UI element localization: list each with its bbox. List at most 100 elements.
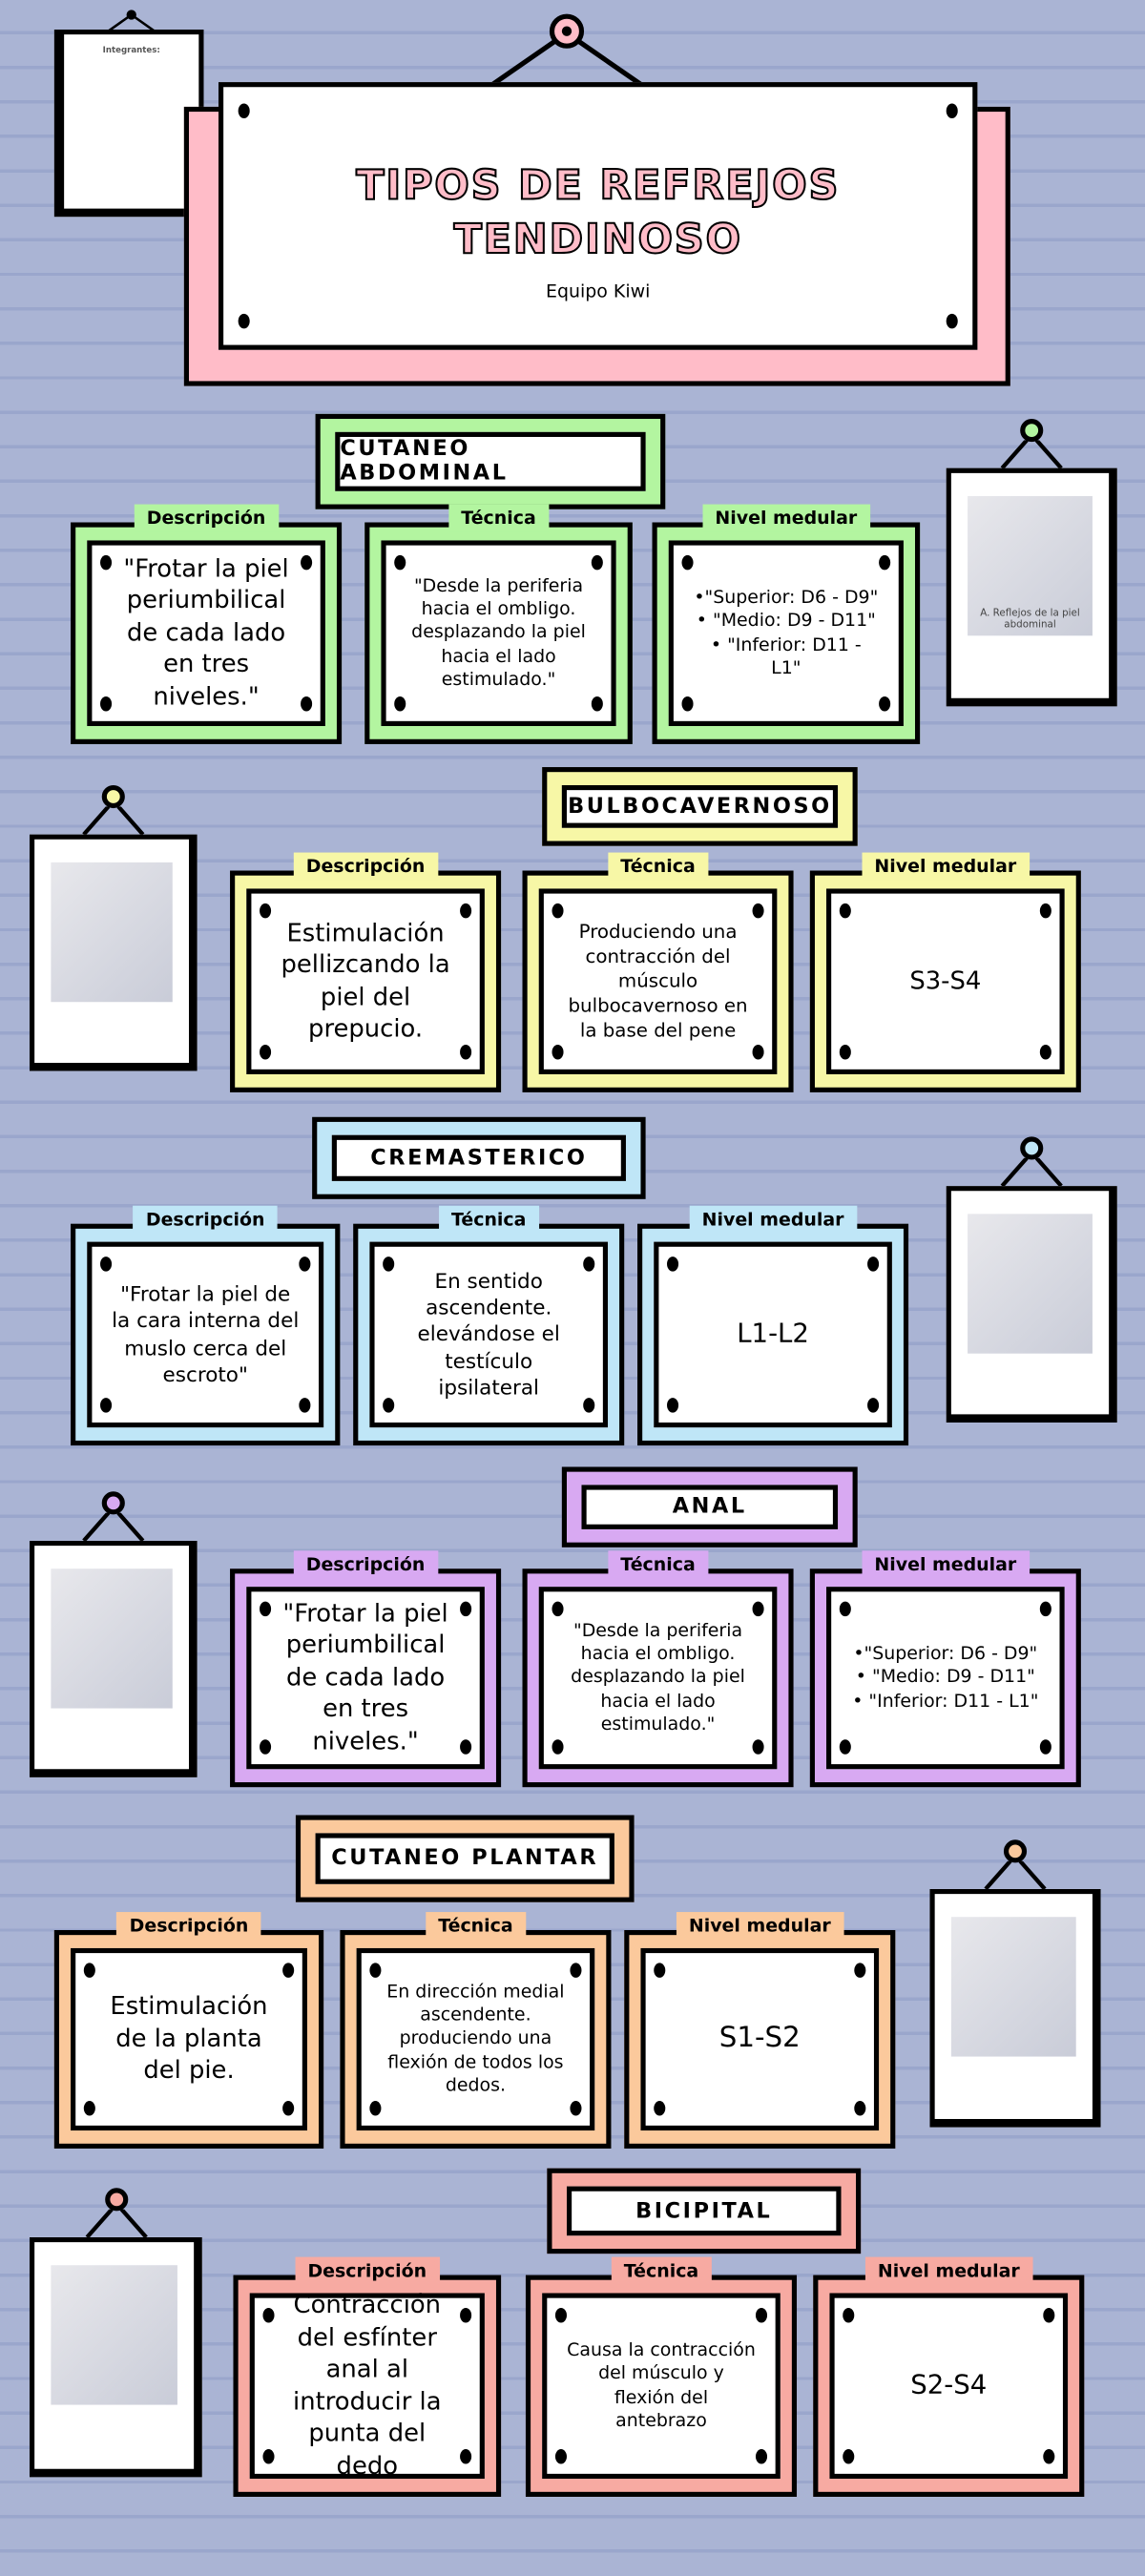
- tecnica-text: Causa la contracción del músculo y flexi…: [542, 2293, 781, 2480]
- corner-dot: [867, 1257, 880, 1272]
- corner-dot: [83, 1963, 95, 1978]
- corner-dot: [554, 2449, 567, 2464]
- corner-dot: [460, 1601, 472, 1617]
- nivel-tab-label: Nivel medular: [861, 1550, 1030, 1579]
- corner-dot: [100, 1398, 113, 1413]
- hanger-icon: [1000, 1157, 1063, 1188]
- corner-dot: [1039, 1739, 1051, 1755]
- pin-icon: [1020, 1136, 1044, 1160]
- nivel-text: L1-L2: [654, 1241, 892, 1428]
- photo-caption: [1009, 2046, 1018, 2056]
- corner-dot: [1043, 2449, 1055, 2464]
- tecnica-text: Produciendo una contracción del músculo …: [538, 888, 778, 1074]
- hanger-icon: [84, 2209, 147, 2239]
- corner-dot: [260, 1739, 272, 1755]
- corner-dot: [282, 2101, 295, 2116]
- section-title: BULBOCAVERNOSO: [561, 784, 839, 828]
- corner-dot: [654, 2101, 666, 2116]
- tecnica-tab-label: Técnica: [610, 2256, 712, 2285]
- pin-icon: [1020, 419, 1044, 443]
- corner-dot: [667, 1257, 679, 1272]
- nivel-tab-label: Nivel medular: [864, 2256, 1033, 2285]
- section-title: CREMASTERICO: [331, 1134, 626, 1181]
- corner-dot: [552, 1739, 564, 1755]
- nivel-value: S2-S4: [910, 2368, 988, 2400]
- tecnica-card: Técnica"Desde la periferia hacia el ombl…: [364, 504, 633, 744]
- tecnica-value: En sentido ascendente. elevándose el tes…: [417, 1267, 560, 1400]
- descripcion-text: "Frotar la piel periumbilical de cada la…: [87, 540, 325, 726]
- corner-dot: [879, 554, 891, 571]
- tecnica-text: "Desde la periferia hacia el ombligo. de…: [538, 1587, 778, 1770]
- section-title: BICIPITAL: [566, 2186, 842, 2236]
- page-subtitle: Equipo Kiwi: [546, 280, 651, 302]
- corner-dot: [301, 554, 313, 571]
- corner-dot: [394, 554, 406, 571]
- corner-dot: [100, 554, 113, 571]
- hanger-icon: [1000, 440, 1063, 470]
- descripcion-tab-label: Descripción: [292, 1550, 439, 1579]
- corner-dot: [681, 696, 694, 712]
- corner-dot: [100, 696, 113, 712]
- title-line-1: TIPOS DE REFREJOS: [355, 160, 841, 210]
- nivel-tab-label: Nivel medular: [688, 1205, 858, 1234]
- descripcion-text: Estimulación pellizcando la piel del pre…: [246, 888, 485, 1074]
- corner-dot: [260, 1045, 272, 1060]
- corner-dot: [554, 2307, 567, 2323]
- nivel-text: S1-S2: [640, 1947, 880, 2131]
- pin-icon: [1003, 1839, 1028, 1863]
- corner-dot: [260, 903, 272, 919]
- corner-dot: [460, 2449, 472, 2464]
- nivel-text: •"Superior: D6 - D9" • "Medio: D9 - D11"…: [826, 1587, 1065, 1770]
- nivel-card: Nivel medular•"Superior: D6 - D9" • "Med…: [652, 504, 921, 744]
- corner-dot: [383, 1257, 395, 1272]
- reference-photo: A. Reflejos de la piel abdominal: [946, 467, 1117, 707]
- section-title-box: ANAL: [561, 1466, 858, 1548]
- corner-dot: [755, 2307, 768, 2323]
- nivel-value: •"Superior: D6 - D9" • "Medio: D9 - D11"…: [852, 1642, 1039, 1712]
- nivel-value: S3-S4: [909, 965, 982, 995]
- corner-dot: [282, 1963, 295, 1978]
- corner-dot: [369, 2101, 382, 2116]
- section-title-box: CUTANEO ABDOMINAL: [315, 413, 666, 509]
- header-card: TIPOS DE REFREJOS TENDINOSO Equipo Kiwi: [218, 82, 978, 350]
- descripcion-text: "Frotar la piel de la cara interna del m…: [87, 1241, 324, 1428]
- tecnica-value: "Desde la periferia hacia el ombligo. de…: [571, 1619, 745, 1735]
- section-title-box: CUTANEO PLANTAR: [295, 1815, 635, 1902]
- corner-dot: [752, 1601, 764, 1617]
- team-card: Integrantes:: [53, 29, 204, 218]
- corner-dot: [667, 1398, 679, 1413]
- corner-dot: [383, 1398, 395, 1413]
- photo-caption: [109, 2395, 118, 2404]
- corner-dot: [260, 1601, 272, 1617]
- photo-caption: A. Reflejos de la piel abdominal: [980, 608, 1080, 632]
- nivel-card: Nivel medular •"Superior: D6 - D9" • "Med…: [809, 1550, 1081, 1788]
- section-title: CUTANEO PLANTAR: [315, 1833, 614, 1884]
- hanger-icon: [82, 1512, 145, 1543]
- tecnica-text: En sentido ascendente. elevándose el tes…: [369, 1241, 609, 1428]
- descripcion-tab-label: Descripción: [294, 2256, 440, 2285]
- descripcion-card: Descripción "Frotar la piel periumbilical…: [230, 1550, 502, 1788]
- nivel-text: S3-S4: [826, 888, 1065, 1074]
- pin-icon: [101, 784, 125, 809]
- descripcion-value: "Frotar la piel periumbilical de cada la…: [282, 1597, 448, 1756]
- arm-photo-icon: [51, 2265, 177, 2405]
- corner-dot: [867, 1398, 880, 1413]
- corner-dot: [654, 1963, 666, 1978]
- descripcion-value: Contracción del esfínter anal al introdu…: [293, 2290, 442, 2480]
- reference-photo: [29, 2236, 202, 2478]
- title-line-2: TENDINOSO: [453, 215, 742, 264]
- tecnica-text: En dirección medial ascendente. producie…: [356, 1947, 595, 2131]
- descripcion-tab-label: Descripción: [133, 1205, 279, 1234]
- corner-dot: [843, 2449, 855, 2464]
- anal-diagram-icon: [51, 1568, 173, 1709]
- nivel-tab-label: Nivel medular: [676, 1912, 844, 1941]
- photo-caption: [107, 992, 116, 1002]
- corner-dot: [583, 1398, 595, 1413]
